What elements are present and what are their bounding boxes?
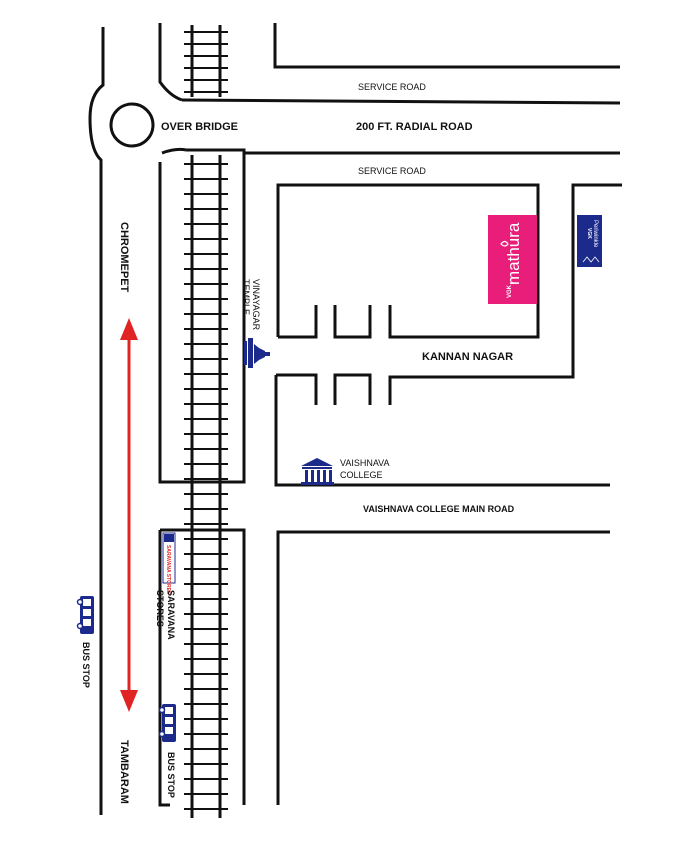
vinayagar-label-2: TEMPLE bbox=[241, 279, 251, 315]
college-icon bbox=[301, 458, 334, 485]
mathura-logo: VGK mathura bbox=[488, 215, 537, 304]
vgk-brand-label: Periwinkle bbox=[592, 220, 598, 248]
roundabout-icon bbox=[109, 102, 155, 148]
mathura-prefix-label: VGK bbox=[507, 284, 513, 298]
wave-icon bbox=[582, 256, 600, 263]
train-track-main bbox=[184, 155, 228, 818]
bus-icon bbox=[76, 596, 94, 634]
south-block-road bbox=[276, 530, 610, 805]
mathura-brand-label: mathura bbox=[504, 222, 523, 285]
mathura-block bbox=[276, 183, 540, 339]
bus-stop-right-label: BUS STOP bbox=[166, 752, 176, 798]
radial-road-label: 200 FT. RADIAL ROAD bbox=[356, 121, 473, 133]
saravana-sign-text: SARAVANA STORES bbox=[165, 545, 171, 595]
temple-icon bbox=[244, 338, 270, 368]
train-track-icon bbox=[184, 25, 228, 97]
vinayagar-label-1: VINAYAGAR bbox=[251, 279, 261, 331]
over-bridge-label: OVER BRIDGE bbox=[161, 121, 238, 133]
kannan-nagar-road bbox=[274, 183, 622, 487]
service-road-top-label: SERVICE ROAD bbox=[358, 82, 426, 92]
main-highway bbox=[88, 23, 621, 815]
tambaram-label: TAMBARAM bbox=[118, 740, 130, 804]
chromepet-label: CHROMEPET bbox=[118, 222, 130, 293]
saravana-sign: SARAVANA STORES bbox=[162, 532, 176, 595]
bus-stop-left-label: BUS STOP bbox=[81, 642, 91, 688]
vgk-prefix-label: VGK bbox=[586, 228, 592, 239]
railway-corridor bbox=[158, 150, 246, 807]
college-main-road-label: VAISHNAVA COLLEGE MAIN ROAD bbox=[363, 504, 515, 514]
vgk-logo: VGK Periwinkle bbox=[577, 215, 602, 267]
kannan-nagar-label: KANNAN NAGAR bbox=[422, 351, 513, 363]
college-label-2: COLLEGE bbox=[340, 470, 383, 480]
leaf-icon bbox=[500, 240, 509, 247]
direction-arrow-icon bbox=[120, 318, 138, 712]
saravana-label-2: STORES bbox=[155, 590, 165, 627]
bus-icon-right bbox=[158, 704, 176, 742]
service-road-bottom-label: SERVICE ROAD bbox=[358, 166, 426, 176]
saravana-label-1: SARAVANA bbox=[166, 590, 176, 640]
college-label-1: VAISHNAVA bbox=[340, 458, 390, 468]
